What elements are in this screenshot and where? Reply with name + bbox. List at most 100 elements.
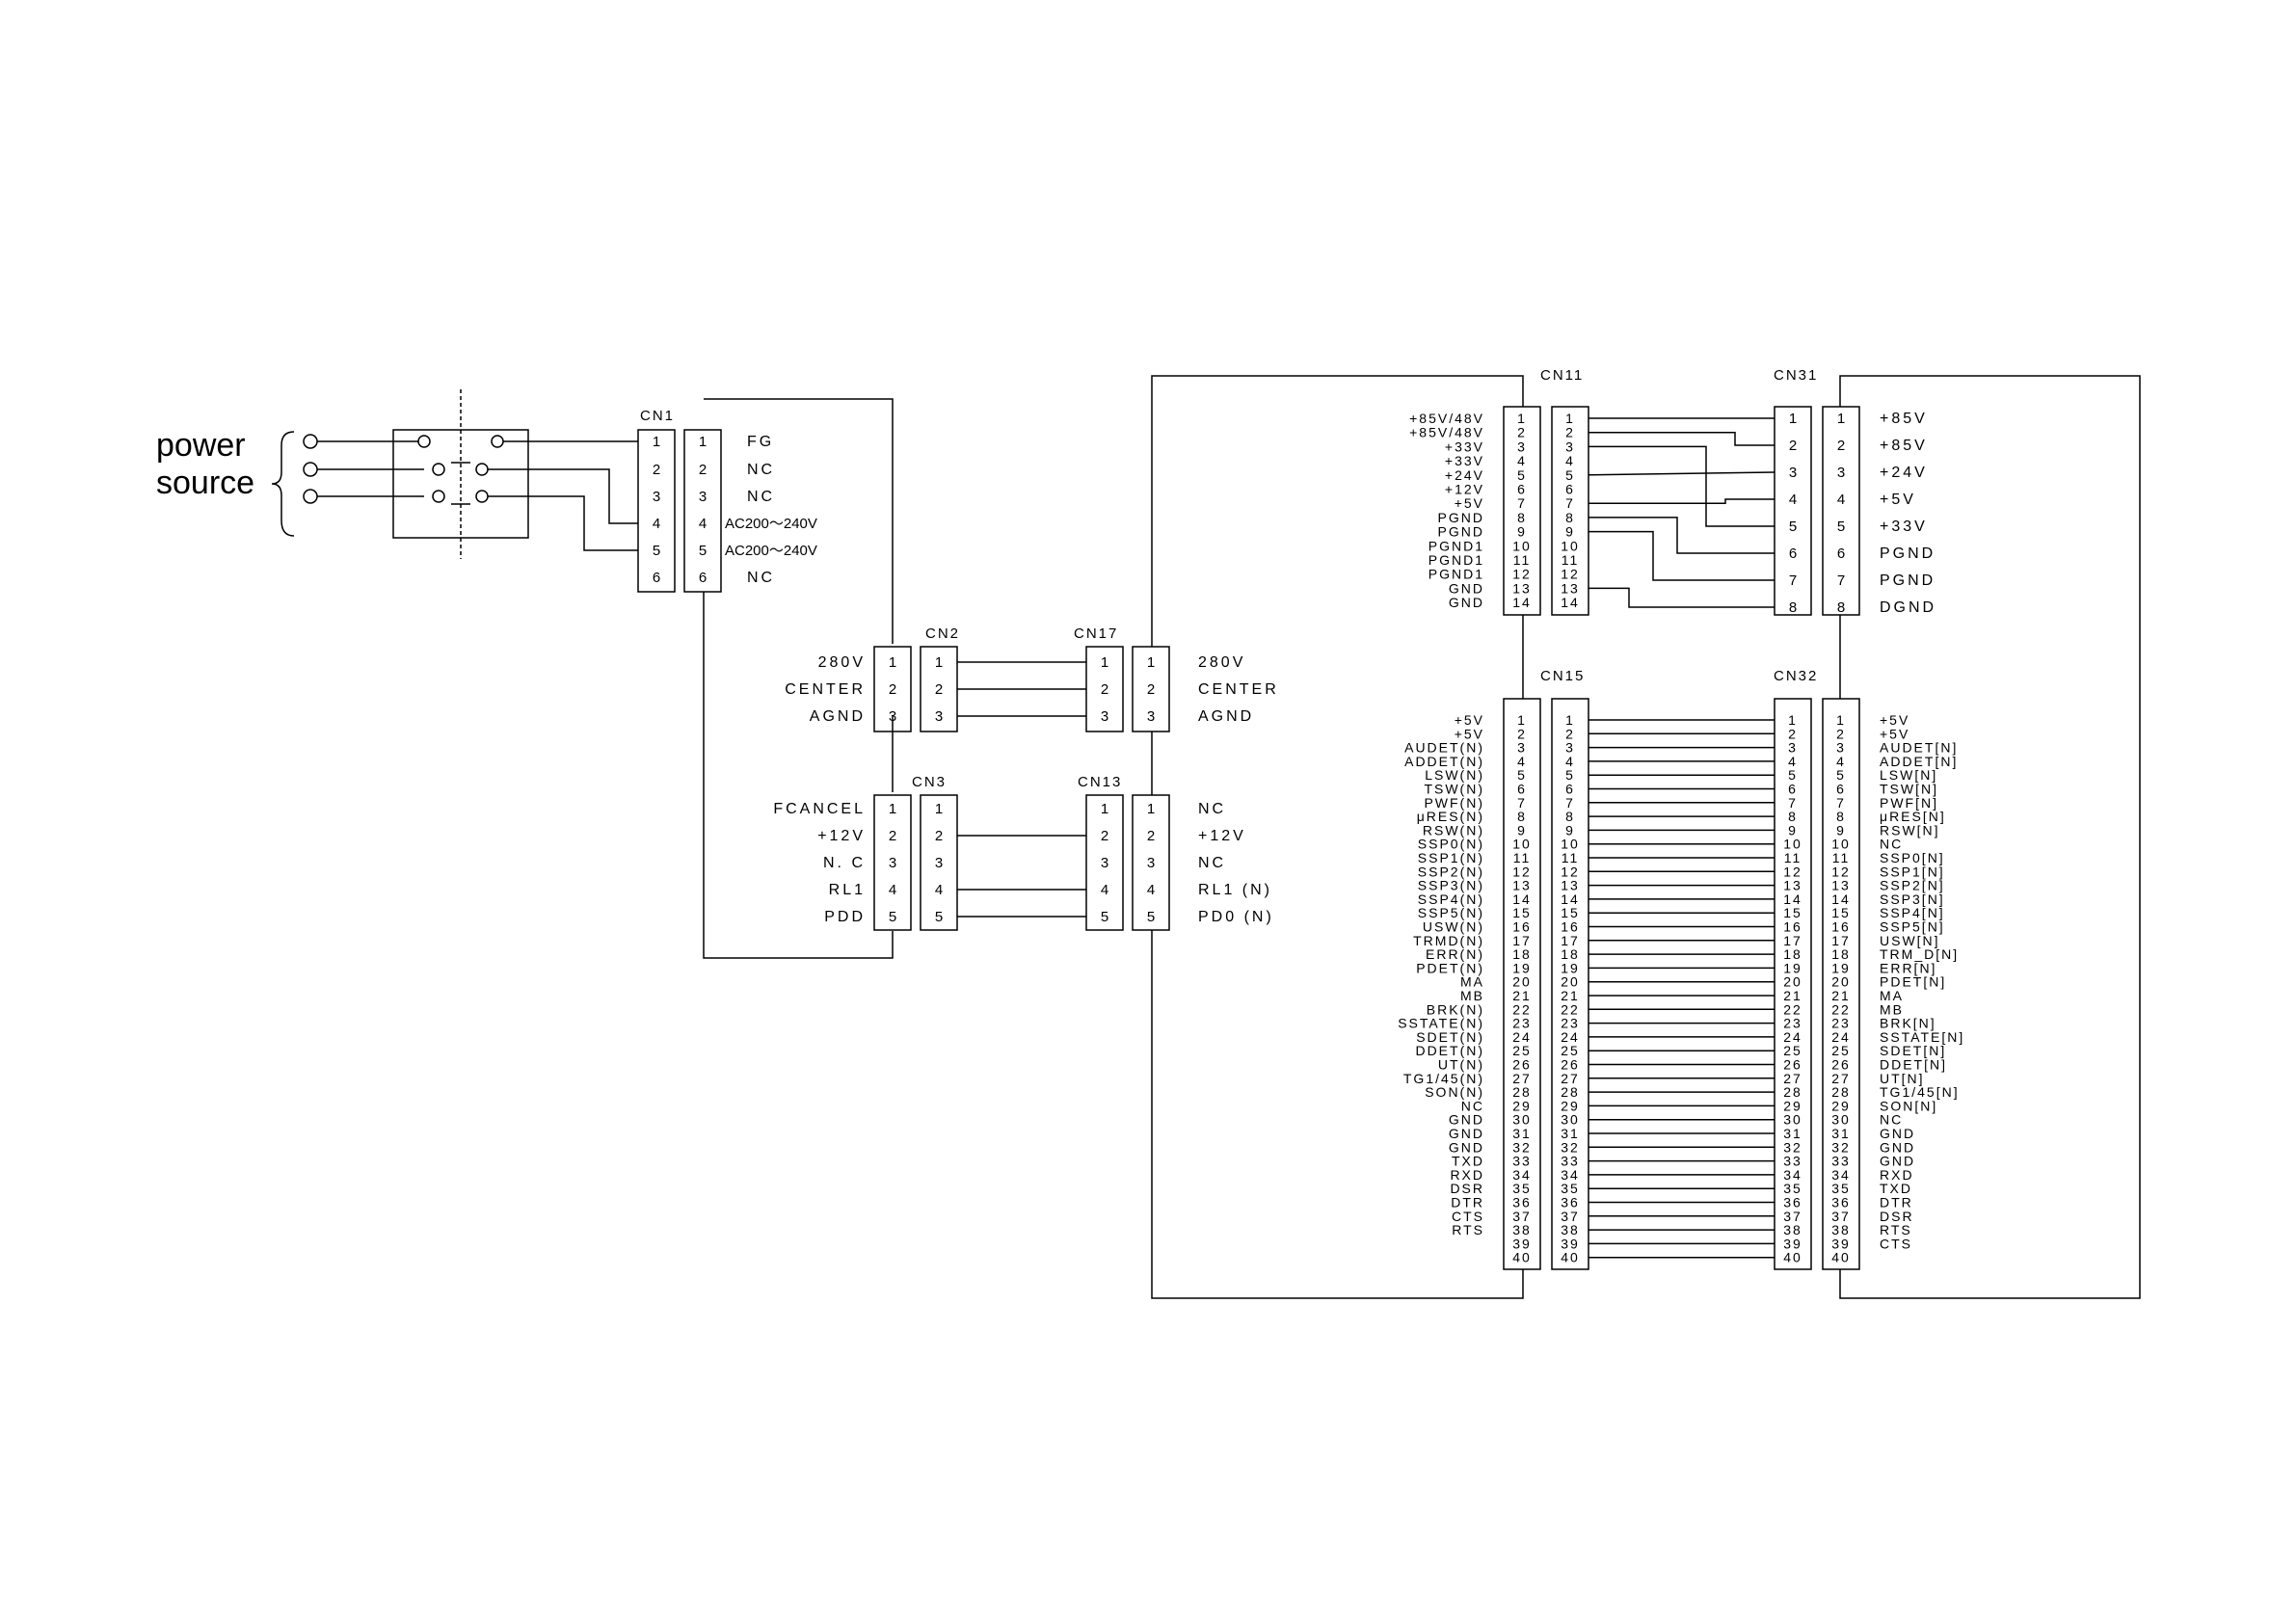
cn15-signal-label: SON(N) [1425,1084,1484,1100]
cn32-signal-label: DDET[N] [1880,1057,1947,1073]
wire [1589,445,1775,527]
cn2-pin-number: 1 [889,654,896,671]
board-outline [1839,375,2141,1299]
cn32-signal-label: GND [1880,1126,1915,1141]
cn32-signal-label: LSW[N] [1880,767,1937,783]
cn32-signal-label: TSW[N] [1880,782,1938,797]
cn17-signal-label: 280V [1198,654,1245,671]
cn1-pin-number: 5 [653,543,660,559]
cn11-signal-label: PGND1 [1428,567,1484,582]
cn15-pin-number: 9 [1565,822,1575,838]
cn32-signal-label: SSTATE[N] [1880,1029,1964,1045]
cn17-title: CN17 [1074,625,1118,642]
cn15-pin-number: 26 [1512,1057,1532,1073]
cn17-left-block [1085,646,1124,732]
cn15-pin-number: 40 [1561,1250,1580,1265]
cn11-signal-label: GND [1449,595,1484,610]
cn11-pin-number: 1 [1565,411,1575,426]
cn15-signal-label: RSW(N) [1423,822,1484,838]
cn15-pin-number: 4 [1565,754,1575,769]
wire [1589,498,1775,504]
cn15-pin-number: 24 [1561,1029,1580,1045]
cn15-pin-number: 29 [1512,1098,1532,1113]
cn32-pin-number: 9 [1836,822,1846,838]
cn15-pin-number: 27 [1512,1071,1532,1086]
cn13-right-block [1132,794,1170,931]
cn32-signal-label: CTS [1880,1236,1912,1251]
cn3-signal-label: RL1 [829,882,866,898]
cn15-pin-number: 38 [1512,1222,1532,1237]
cn15-pin-number: 23 [1512,1016,1532,1031]
cn31-signal-label: +24V [1880,465,1928,481]
cn31-pin-number: 8 [1789,599,1797,616]
cn32-signal-label: +5V [1880,712,1909,728]
cn15-pin-number: 32 [1561,1139,1580,1155]
cn11-pin-number: 7 [1565,495,1575,511]
cn13-pin-number: 4 [1101,882,1108,898]
cn32-pin-number: 14 [1831,891,1851,907]
cn2-title: CN2 [925,625,960,642]
cn32-pin-number: 17 [1783,933,1802,948]
cn32-pin-number: 4 [1788,754,1798,769]
cn15-signal-label: SSP4(N) [1418,891,1484,907]
cn3-signal-label: +12V [817,828,866,844]
cn31-signal-label: PGND [1880,572,1936,589]
cn11-pin-number: 2 [1517,425,1527,440]
cn32-pin-number: 30 [1831,1112,1851,1128]
cn3-pin-number: 3 [889,855,896,871]
switch-contact [417,435,431,448]
cn13-pin-number: 1 [1147,801,1155,817]
cn13-signal-label: NC [1198,855,1226,871]
cn31-pin-number: 3 [1837,465,1845,481]
cn32-pin-number: 35 [1831,1181,1851,1196]
cn32-pin-number: 30 [1783,1112,1802,1128]
cn32-title: CN32 [1774,668,1818,684]
switch-contact [475,490,489,503]
cn15-signal-label: TXD [1452,1154,1484,1169]
cn32-signal-label: SSP0[N] [1880,850,1945,865]
cn15-signal-label: PDET(N) [1416,960,1484,975]
cn13-signal-label: +12V [1198,828,1246,844]
cn15-pin-number: 30 [1561,1112,1580,1128]
switch-contact [432,490,445,503]
cn13-pin-number: 2 [1147,828,1155,844]
cn13-pin-number: 5 [1147,909,1155,925]
cn11-right-block [1551,406,1589,616]
cn2-signal-label: CENTER [785,681,866,698]
cn15-pin-number: 32 [1512,1139,1532,1155]
cn11-pin-number: 9 [1565,524,1575,540]
cn32-signal-label: GND [1880,1139,1915,1155]
cn32-pin-number: 23 [1783,1016,1802,1031]
cn15-pin-number: 7 [1517,795,1527,811]
cn15-pin-number: 22 [1512,1001,1532,1017]
cn15-pin-number: 31 [1561,1126,1580,1141]
cn2-signal-label: AGND [810,708,866,725]
cn32-signal-label: SSP5[N] [1880,919,1945,935]
cn15-pin-number: 28 [1512,1084,1532,1100]
cn11-pin-number: 8 [1517,510,1527,525]
cn11-pin-number: 1 [1517,411,1527,426]
cn15-pin-number: 17 [1512,933,1532,948]
cn15-signal-label: RTS [1452,1222,1484,1237]
cn32-pin-number: 33 [1783,1154,1802,1169]
cn13-pin-number: 3 [1101,855,1108,871]
cn32-pin-number: 24 [1783,1029,1802,1045]
cn32-signal-label: BRK[N] [1880,1016,1936,1031]
cn15-signal-label: RXD [1450,1167,1484,1183]
cn32-pin-number: 29 [1783,1098,1802,1113]
cn32-signal-label: SSP4[N] [1880,905,1945,920]
cn15-pin-number: 3 [1565,740,1575,756]
cn32-pin-number: 21 [1831,988,1851,1003]
switch-contact [475,463,489,476]
cn15-pin-number: 36 [1512,1195,1532,1211]
cn15-pin-number: 19 [1561,960,1580,975]
cn15-pin-number: 30 [1512,1112,1532,1128]
wire [1589,431,1775,446]
cn32-pin-number: 14 [1783,891,1802,907]
cn17-signal-label: CENTER [1198,681,1279,698]
cn11-left-block [1503,406,1541,616]
cn15-signal-label: TSW(N) [1424,782,1484,797]
cn31-right-block [1822,406,1860,616]
cn32-pin-number: 1 [1788,712,1798,728]
cn31-pin-number: 4 [1837,492,1845,508]
